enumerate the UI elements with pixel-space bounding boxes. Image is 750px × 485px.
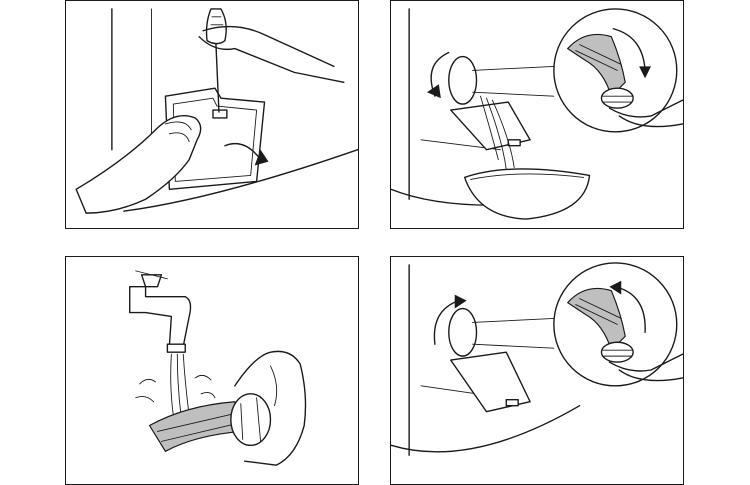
filter-flap[interactable] bbox=[164, 87, 266, 191]
rotate-arrow bbox=[224, 142, 262, 161]
tap-handle bbox=[140, 274, 163, 288]
water-flow bbox=[170, 353, 190, 419]
hand bbox=[608, 99, 683, 118]
drain-unscrew-illustration bbox=[391, 8, 683, 220]
filter-cartridge bbox=[566, 33, 626, 98]
step-1-open-flap-panel bbox=[65, 0, 359, 229]
step-4-refit-panel bbox=[390, 256, 684, 485]
open-flap bbox=[450, 351, 531, 413]
hand bbox=[608, 353, 683, 372]
refit-filter-illustration bbox=[391, 262, 683, 456]
lower-hand bbox=[75, 115, 202, 214]
magnified-rotate-arrow bbox=[612, 28, 646, 72]
appliance-base-line bbox=[123, 148, 358, 212]
screwdriver-shaft bbox=[215, 43, 220, 113]
flap-slot bbox=[212, 109, 228, 119]
refit-arrow bbox=[433, 299, 460, 345]
step-2-drain-unscrew-panel bbox=[390, 0, 684, 229]
water-splash bbox=[135, 374, 216, 403]
filter-housing bbox=[448, 307, 478, 357]
water-tap bbox=[129, 286, 192, 347]
open-flap-illustration bbox=[75, 8, 358, 214]
filter-cartridge bbox=[148, 401, 242, 453]
rinse-filter-illustration bbox=[129, 270, 307, 466]
step-3-rinse-panel bbox=[65, 256, 359, 485]
screwdriver-handle bbox=[205, 8, 227, 45]
water-bowl bbox=[463, 168, 591, 220]
filter-knob bbox=[600, 87, 634, 109]
filter-knob bbox=[600, 341, 634, 363]
filter-housing bbox=[448, 55, 478, 105]
filter-knob bbox=[230, 393, 272, 447]
hand bbox=[234, 350, 307, 466]
water-stream bbox=[480, 95, 515, 170]
filter-cartridge bbox=[566, 287, 626, 352]
upper-hand bbox=[198, 35, 345, 83]
